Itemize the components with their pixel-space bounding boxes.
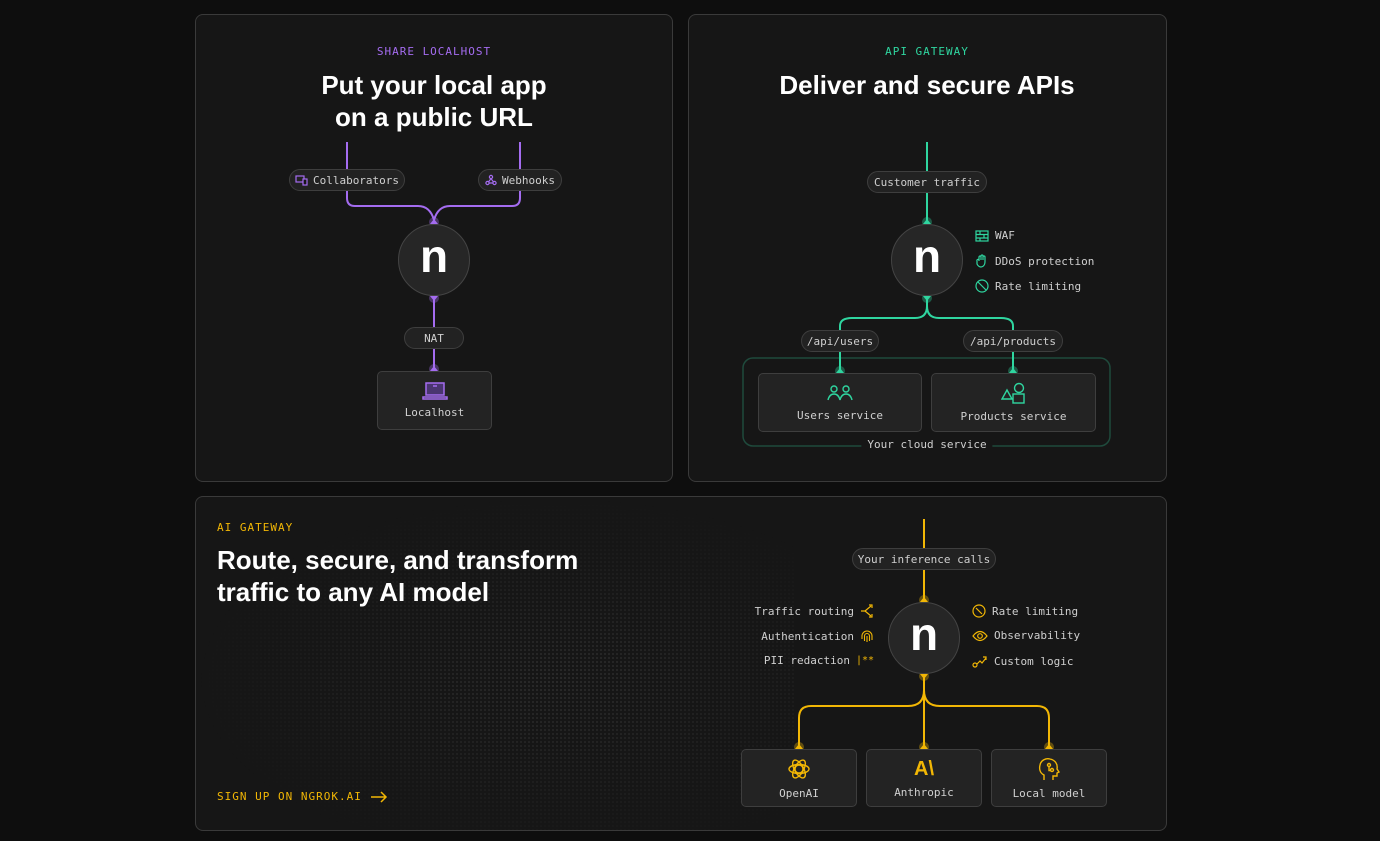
feature-label: PII redaction <box>763 654 850 667</box>
dot-pattern-background <box>195 496 795 830</box>
ngrok-logo: n <box>909 608 939 660</box>
inference-calls-pill: Your inference calls <box>852 548 996 570</box>
feature-waf: WAF <box>975 229 1015 242</box>
customer-traffic-pill: Customer traffic <box>867 171 987 193</box>
model-label: OpenAI <box>779 786 819 800</box>
feature-label: Custom logic <box>994 654 1074 668</box>
localhost-label: Localhost <box>404 406 465 419</box>
inference-calls-label: Your inference calls <box>857 552 991 566</box>
api-eyebrow: API GATEWAY <box>885 45 969 58</box>
share-eyebrow: SHARE LOCALHOST <box>376 45 492 58</box>
feature-rate-limiting: Rate limiting <box>975 279 1081 293</box>
customer-traffic-label: Customer traffic <box>874 175 980 189</box>
ban-icon <box>975 279 989 293</box>
ai-title-line1: Route, secure, and transform <box>217 545 579 575</box>
brain-head-icon <box>1038 757 1060 781</box>
feature-label: WAF <box>995 229 1015 242</box>
ngrok-node: n <box>398 224 470 296</box>
nat-label: NAT <box>424 331 444 345</box>
api-title: Deliver and secure APIs <box>779 70 1075 100</box>
openai-icon <box>787 757 811 781</box>
feature-label: Authentication <box>761 629 854 643</box>
ngrok-logo: n <box>419 230 449 282</box>
feature-label: Rate limiting <box>992 604 1079 618</box>
products-service-box: Products service <box>931 373 1096 432</box>
users-icon <box>827 383 853 403</box>
ban-icon <box>972 604 986 618</box>
redact-icon: |** <box>855 655 874 666</box>
share-title-line1: Put your local app <box>321 70 547 100</box>
feature-custom-logic: Custom logic <box>972 654 1073 668</box>
local-model-box: Local model <box>991 749 1107 807</box>
share-title-line2: on a public URL <box>335 102 533 132</box>
ngrok-node: n <box>888 602 960 674</box>
feature-authentication: Authentication <box>761 629 874 643</box>
signup-link[interactable]: SIGN UP ON NGROK.AI <box>217 790 388 803</box>
firewall-icon <box>975 229 989 242</box>
localhost-box: Localhost <box>377 371 492 430</box>
hand-icon <box>975 254 989 268</box>
feature-ddos: DDoS protection <box>975 254 1094 268</box>
eye-icon <box>972 630 988 642</box>
split-icon <box>860 604 874 618</box>
feature-label: Observability <box>994 629 1081 642</box>
collaborators-label: Collaborators <box>312 173 400 187</box>
ai-eyebrow: AI GATEWAY <box>217 521 294 534</box>
route-products-pill: /api/products <box>963 330 1063 352</box>
users-service-label: Users service <box>796 409 884 422</box>
path-icon <box>972 654 988 668</box>
cloud-service-label: Your cloud service <box>861 438 993 451</box>
ngrok-node: n <box>891 224 963 296</box>
collaborators-pill: Collaborators <box>289 169 405 191</box>
feature-rate-limiting: Rate limiting <box>972 604 1078 618</box>
webhooks-label: Webhooks <box>502 173 555 187</box>
feature-observability: Observability <box>972 629 1080 642</box>
arrow-right-icon <box>370 790 388 803</box>
ai-title-line2: traffic to any AI model <box>217 577 490 607</box>
route-products-label: /api/products <box>969 334 1057 348</box>
openai-box: OpenAI <box>741 749 857 807</box>
feature-label: DDoS protection <box>995 254 1095 268</box>
webhook-icon <box>485 174 497 186</box>
webhooks-pill: Webhooks <box>478 169 562 191</box>
model-label: Local model <box>1012 786 1086 800</box>
products-service-label: Products service <box>960 410 1067 423</box>
route-users-pill: /api/users <box>801 330 879 352</box>
model-label: Anthropic <box>894 785 954 799</box>
feature-label: Traffic routing <box>754 604 854 618</box>
feature-traffic-routing: Traffic routing <box>755 604 874 618</box>
signup-label: SIGN UP ON NGROK.AI <box>217 790 362 803</box>
feature-label: Rate limiting <box>995 279 1082 293</box>
devices-icon <box>295 174 308 186</box>
laptop-icon <box>421 382 448 400</box>
anthropic-icon: A\ <box>914 757 934 780</box>
anthropic-box: A\ Anthropic <box>866 749 982 807</box>
feature-pii-redaction: PII redaction |** <box>764 654 874 667</box>
route-users-label: /api/users <box>806 334 874 348</box>
shapes-icon <box>1000 382 1027 404</box>
fingerprint-icon <box>860 629 874 643</box>
ngrok-logo: n <box>912 230 942 282</box>
users-service-box: Users service <box>758 373 922 432</box>
nat-pill: NAT <box>404 327 464 349</box>
